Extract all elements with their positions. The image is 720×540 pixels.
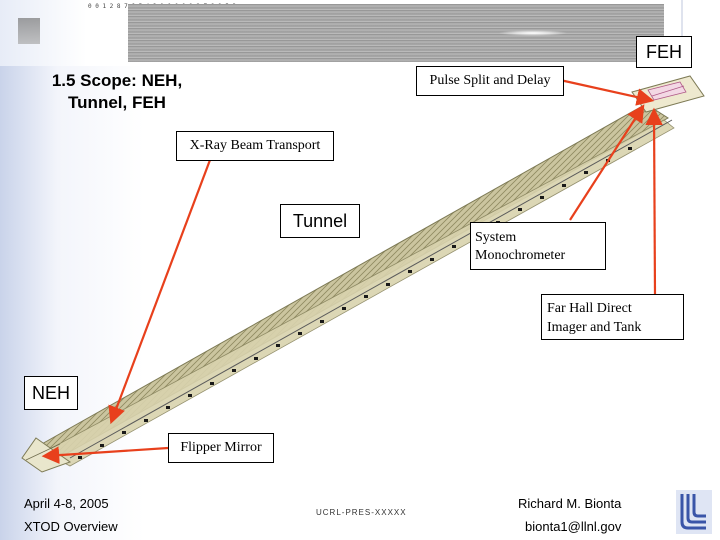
arrow-pulse-split: [560, 80, 650, 100]
pulse-split-callout: Pulse Split and Delay: [416, 66, 564, 96]
llnl-logo-icon: [676, 490, 712, 534]
footer-author: Richard M. Bionta: [518, 496, 621, 511]
flipper-mirror-callout: Flipper Mirror: [168, 433, 274, 463]
footer-email: bionta1@llnl.gov: [525, 519, 621, 534]
far-hall-callout: Far Hall Direct Imager and Tank: [541, 294, 684, 340]
footer-date: April 4-8, 2005: [24, 496, 109, 511]
neh-callout: NEH: [24, 376, 78, 410]
footer-report-id: UCRL-PRES-XXXXX: [316, 508, 407, 517]
arrow-far-hall: [654, 112, 655, 295]
tunnel-body: [40, 104, 668, 455]
xray-transport-callout: X-Ray Beam Transport: [176, 131, 334, 161]
system-mono-callout: System Monochrometer: [470, 222, 606, 270]
feh-hall-outline: [632, 76, 704, 112]
tunnel-callout: Tunnel: [280, 204, 360, 238]
footer-event: XTOD Overview: [24, 519, 118, 534]
